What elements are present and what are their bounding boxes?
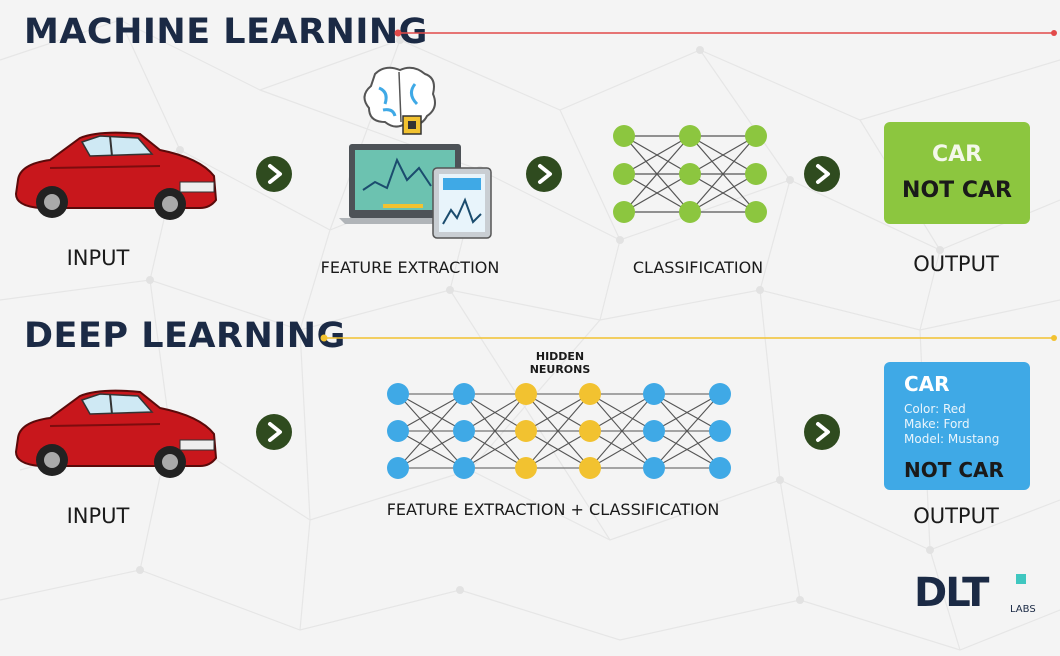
dl-section-title: DEEP LEARNING [24, 316, 346, 356]
network-edge [589, 430, 655, 469]
network-edge [397, 393, 465, 469]
network-edge [397, 430, 465, 469]
dl-output-attr-model: Model: Mustang [904, 432, 1000, 446]
dl-output-box: CAR Color: Red Make: Ford Model: Mustang… [884, 362, 1030, 490]
ml-network-nodes [613, 125, 767, 223]
hidden-neurons-label: HIDDEN NEURONS [520, 350, 600, 376]
network-edge [653, 393, 721, 469]
chip-icon [402, 115, 422, 135]
dl-arrow-2-icon [804, 414, 840, 450]
dl-network-label: FEATURE EXTRACTION + CLASSIFICATION [386, 500, 720, 519]
network-edge [463, 393, 527, 469]
hidden-label-line1: HIDDEN [535, 350, 585, 363]
neuron-node [453, 383, 475, 405]
neuron-node [643, 420, 665, 442]
ml-output-label: OUTPUT [913, 252, 999, 276]
hidden-neuron-node [579, 383, 601, 405]
hidden-neuron-node [515, 457, 537, 479]
ml-output-not-car-text: NOT CAR [902, 178, 1012, 203]
dl-network-nodes [387, 383, 731, 479]
dl-title-rule [320, 334, 1057, 342]
neuron-node [709, 420, 731, 442]
ml-output-car-text: CAR [931, 142, 983, 167]
network-edge [525, 393, 591, 432]
hidden-neuron-node [579, 457, 601, 479]
ml-output-box: CAR NOT CAR [884, 122, 1030, 224]
brain-icon [363, 66, 436, 128]
dl-network-edges [397, 393, 721, 469]
dl-output-car-text: CAR [904, 372, 950, 396]
network-edge [463, 393, 527, 432]
hidden-neuron-node [515, 420, 537, 442]
neuron-node [643, 383, 665, 405]
network-edge [397, 393, 465, 432]
neuron-node [453, 457, 475, 479]
ml-input-car-image [14, 131, 218, 220]
logo-main-text: DLT [914, 570, 989, 616]
network-edge [653, 430, 721, 469]
hidden-label-line2: NEURONS [529, 363, 591, 376]
ml-classification-network [613, 125, 767, 223]
network-edge [653, 393, 721, 432]
ml-section-title: MACHINE LEARNING [24, 12, 428, 52]
dl-arrow-1-icon [256, 414, 292, 450]
dl-output-attr-make: Make: Ford [904, 417, 970, 431]
ml-feature-extraction-label: FEATURE EXTRACTION [320, 258, 500, 277]
ml-title-rule [394, 29, 1057, 37]
neuron-node [453, 420, 475, 442]
ml-input-label: INPUT [66, 246, 130, 270]
network-edge [589, 393, 655, 469]
logo-accent-square [1016, 574, 1026, 584]
dl-input-label: INPUT [66, 504, 130, 528]
dl-input-car-image [14, 389, 218, 478]
ml-arrow-2-icon [526, 156, 562, 192]
ml-arrow-3-icon [804, 156, 840, 192]
ml-arrow-1-icon [256, 156, 292, 192]
neuron-node [643, 457, 665, 479]
neuron-node [387, 383, 409, 405]
neuron-node [387, 457, 409, 479]
ml-network-edges [623, 135, 757, 213]
network-edge [589, 393, 655, 432]
network-edge [525, 430, 591, 469]
hidden-neuron-node [579, 420, 601, 442]
neuron-node [709, 457, 731, 479]
network-edge [463, 430, 527, 469]
hidden-neuron-node [515, 383, 537, 405]
dl-output-not-car-text: NOT CAR [904, 458, 1004, 482]
logo-sub-text: LABS [1010, 604, 1036, 615]
dl-output-attr-color: Color: Red [904, 402, 966, 416]
dl-output-label: OUTPUT [913, 504, 999, 528]
neuron-node [709, 383, 731, 405]
dl-deep-network [387, 383, 731, 479]
feature-extraction-illustration [339, 66, 492, 239]
dl-output-attributes: Color: Red Make: Ford Model: Mustang [904, 402, 999, 447]
dlt-labs-logo: DLT LABS [914, 570, 1044, 620]
network-edge [525, 393, 591, 469]
neuron-node [387, 420, 409, 442]
ml-classification-label: CLASSIFICATION [632, 258, 764, 277]
